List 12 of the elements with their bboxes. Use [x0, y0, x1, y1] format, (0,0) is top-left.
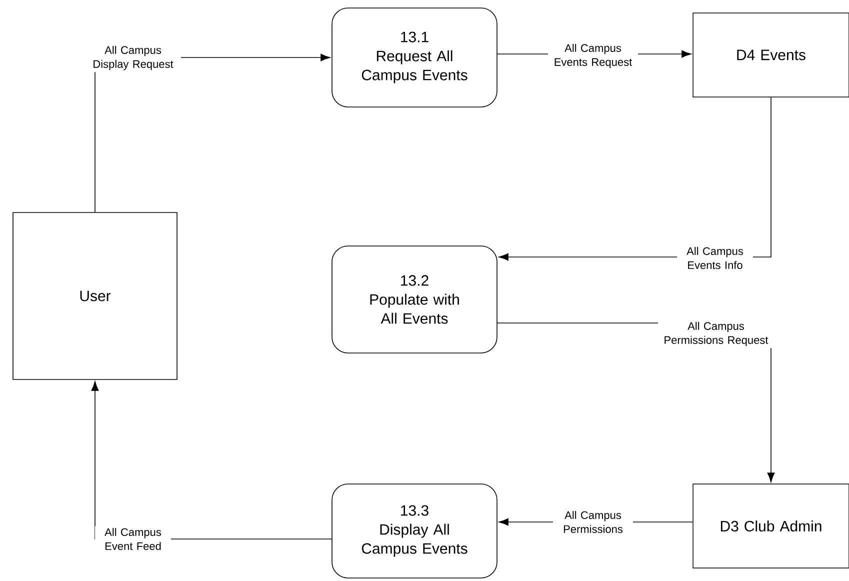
external-entity-box: User [12, 212, 178, 380]
edge-label: All Campus Events Request [548, 42, 638, 70]
edge-label: All Campus Permissions [553, 508, 633, 536]
edge-label: All Campus Event Feed [95, 526, 171, 552]
edge-label: All Campus Display Request [85, 44, 181, 72]
process-box: 13.2 Populate with All Events [332, 246, 498, 354]
process-box: 13.1 Request All Campus Events [332, 8, 498, 108]
data-store-box: D4 Events [692, 12, 849, 98]
data-store-box: D3 Club Admin [692, 484, 849, 568]
edge-label: All Campus Events Info [677, 244, 753, 272]
edge-label: All Campus Permissions Request [658, 320, 774, 348]
process-box: 13.3 Display All Campus Events [332, 484, 498, 578]
